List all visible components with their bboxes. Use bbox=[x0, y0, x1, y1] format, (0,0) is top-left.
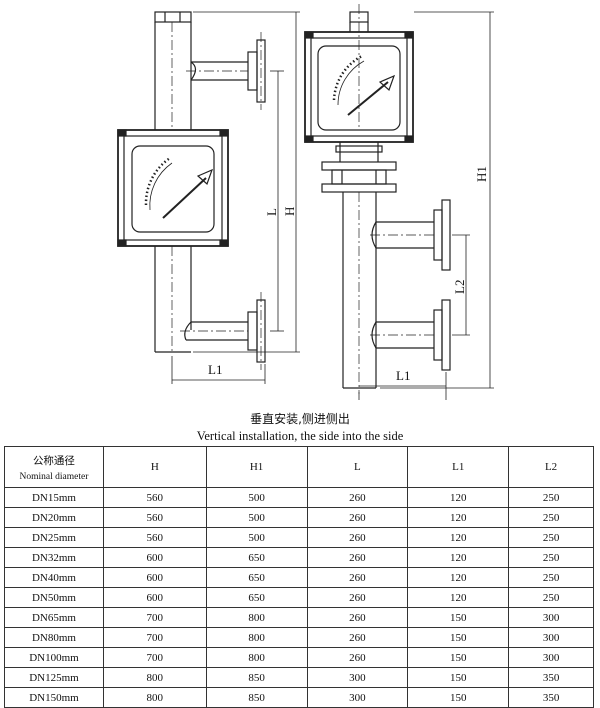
cell-nominal-diameter: DN40mm bbox=[4, 567, 104, 588]
header-col: H bbox=[102, 446, 207, 488]
cell-value: 560 bbox=[102, 527, 207, 548]
cell-value: 260 bbox=[306, 567, 409, 588]
cell-value: 120 bbox=[407, 567, 510, 588]
cell-value: 260 bbox=[306, 607, 409, 628]
caption-english: Vertical installation, the side into the… bbox=[196, 429, 404, 443]
cell-value: 150 bbox=[407, 647, 510, 668]
cell-value: 650 bbox=[205, 567, 308, 588]
cell-value: 260 bbox=[306, 627, 409, 648]
cell-value: 850 bbox=[205, 687, 308, 708]
front-view bbox=[117, 11, 300, 384]
side-view bbox=[304, 4, 494, 400]
cell-value: 700 bbox=[102, 607, 207, 628]
header-nominal-cn: 公称通径 bbox=[32, 454, 75, 467]
cell-value: 260 bbox=[306, 587, 409, 608]
cell-value: 250 bbox=[508, 487, 594, 508]
cell-value: 650 bbox=[205, 587, 308, 608]
cell-nominal-diameter: DN32mm bbox=[4, 547, 104, 568]
caption-chinese: 垂直安装,侧进侧出 bbox=[250, 412, 350, 426]
cell-value: 260 bbox=[306, 647, 409, 668]
cell-value: 700 bbox=[102, 627, 207, 648]
cell-nominal-diameter: DN50mm bbox=[4, 587, 104, 608]
cell-value: 300 bbox=[306, 687, 409, 708]
dim-L1-left: L1 bbox=[208, 362, 222, 377]
cell-value: 500 bbox=[205, 487, 308, 508]
cell-value: 260 bbox=[306, 527, 409, 548]
table-header-row: 公称通径 Nominal diameter H H1 L L1 L2 bbox=[4, 446, 594, 488]
dim-L1-right: L1 bbox=[396, 368, 410, 383]
cell-nominal-diameter: DN150mm bbox=[4, 687, 104, 708]
cell-value: 500 bbox=[205, 507, 308, 528]
cell-nominal-diameter: DN80mm bbox=[4, 627, 104, 648]
cell-value: 800 bbox=[205, 607, 308, 628]
cell-value: 600 bbox=[102, 567, 207, 588]
cell-value: 600 bbox=[102, 587, 207, 608]
cell-value: 120 bbox=[407, 587, 510, 608]
cell-nominal-diameter: DN65mm bbox=[4, 607, 104, 628]
cell-value: 150 bbox=[407, 667, 510, 688]
dim-H: H bbox=[282, 207, 297, 216]
dim-L2: L2 bbox=[452, 280, 467, 294]
cell-nominal-diameter: DN100mm bbox=[4, 647, 104, 668]
cell-value: 260 bbox=[306, 487, 409, 508]
cell-value: 250 bbox=[508, 567, 594, 588]
cell-value: 260 bbox=[306, 547, 409, 568]
cell-nominal-diameter: DN25mm bbox=[4, 527, 104, 548]
cell-value: 350 bbox=[508, 687, 594, 708]
cell-value: 150 bbox=[407, 627, 510, 648]
cell-value: 120 bbox=[407, 527, 510, 548]
cell-value: 800 bbox=[102, 667, 207, 688]
cell-value: 800 bbox=[102, 687, 207, 708]
cell-value: 260 bbox=[306, 507, 409, 528]
header-nominal-diameter: 公称通径 Nominal diameter bbox=[4, 446, 104, 488]
dim-H1: H1 bbox=[474, 166, 489, 182]
cell-value: 120 bbox=[407, 547, 510, 568]
cell-value: 560 bbox=[102, 487, 207, 508]
cell-value: 800 bbox=[205, 627, 308, 648]
cell-value: 250 bbox=[508, 507, 594, 528]
cell-value: 500 bbox=[205, 527, 308, 548]
cell-value: 650 bbox=[205, 547, 308, 568]
header-col: L bbox=[306, 446, 409, 488]
cell-value: 120 bbox=[407, 487, 510, 508]
header-col: H1 bbox=[205, 446, 308, 488]
cell-value: 250 bbox=[508, 527, 594, 548]
cell-value: 350 bbox=[508, 667, 594, 688]
header-nominal-en: Nominal diameter bbox=[19, 471, 89, 482]
cell-value: 300 bbox=[306, 667, 409, 688]
cell-nominal-diameter: DN15mm bbox=[4, 487, 104, 508]
dimensions-table: 公称通径 Nominal diameter H H1 L L1 L2 DN15m… bbox=[4, 446, 594, 708]
cell-value: 150 bbox=[407, 607, 510, 628]
cell-nominal-diameter: DN20mm bbox=[4, 507, 104, 528]
cell-value: 250 bbox=[508, 587, 594, 608]
cell-value: 560 bbox=[102, 507, 207, 528]
installation-drawing: L1 L H H1 L2 L1 bbox=[117, 4, 494, 400]
cell-value: 850 bbox=[205, 667, 308, 688]
cell-value: 300 bbox=[508, 647, 594, 668]
cell-nominal-diameter: DN125mm bbox=[4, 667, 104, 688]
header-col: L2 bbox=[508, 446, 594, 488]
header-col: L1 bbox=[407, 446, 510, 488]
cell-value: 250 bbox=[508, 547, 594, 568]
cell-value: 150 bbox=[407, 687, 510, 708]
dim-L: L bbox=[264, 208, 279, 216]
cell-value: 600 bbox=[102, 547, 207, 568]
cell-value: 300 bbox=[508, 607, 594, 628]
cell-value: 800 bbox=[205, 647, 308, 668]
cell-value: 700 bbox=[102, 647, 207, 668]
cell-value: 120 bbox=[407, 507, 510, 528]
cell-value: 300 bbox=[508, 627, 594, 648]
